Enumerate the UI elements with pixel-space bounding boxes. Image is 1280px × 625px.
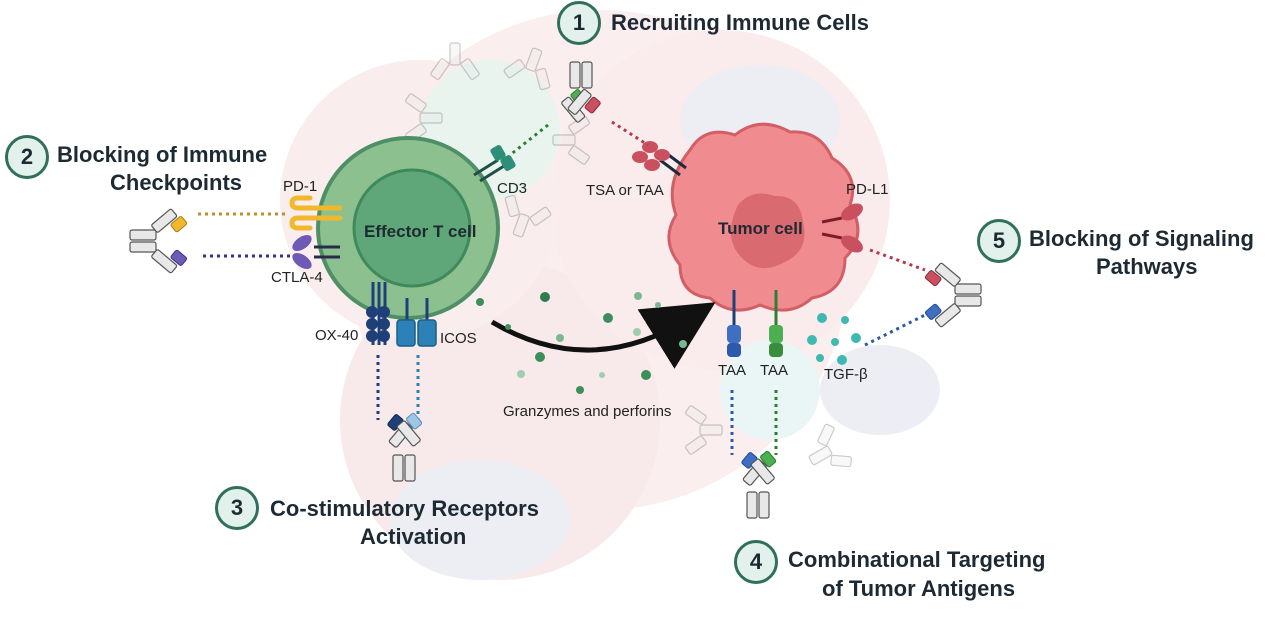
effector-t-cell bbox=[316, 136, 500, 320]
link-tsa bbox=[611, 120, 649, 147]
cd3-label: CD3 bbox=[497, 180, 528, 197]
ctla4-label: CTLA-4 bbox=[271, 269, 323, 286]
bispecific-antibody-5 bbox=[924, 262, 982, 328]
ctla4-receptor bbox=[292, 235, 340, 269]
strategy-3-title-line1: Co-stimulatory Receptors bbox=[270, 496, 539, 521]
effector-t-cell-label: Effector T cell bbox=[364, 222, 477, 241]
strategy-2-title-line1: Blocking of Immune bbox=[57, 142, 268, 167]
pd1-label: PD-1 bbox=[283, 178, 318, 195]
pdl1-label: PD-L1 bbox=[846, 181, 889, 198]
strategy-2-badge: 2 bbox=[5, 135, 49, 179]
bispecific-antibody-2 bbox=[129, 208, 188, 274]
taa-left-label: TAA bbox=[718, 362, 747, 379]
bispecific-antibody-4 bbox=[741, 450, 777, 519]
strategy-2-title-line2: Checkpoints bbox=[110, 170, 243, 195]
strategy-5-title-line1: Blocking of Signaling bbox=[1029, 226, 1254, 251]
tgf-beta-label: TGF-β bbox=[824, 366, 868, 383]
taa-receptor-left bbox=[727, 290, 741, 357]
tsa-taa-label: TSA or TAA bbox=[586, 182, 664, 199]
tumor-cell bbox=[667, 122, 860, 312]
strategy-5-title-line2: Pathways bbox=[1096, 254, 1198, 279]
strategy-3-badge: 3 bbox=[215, 486, 259, 530]
strategy-3-title-line2: Activation bbox=[360, 524, 467, 549]
icos-receptor bbox=[396, 298, 437, 347]
ox40-receptor bbox=[366, 282, 390, 345]
strategy-5-badge: 5 bbox=[977, 219, 1021, 263]
strategy-1-title: Recruiting Immune Cells bbox=[611, 10, 869, 35]
pd1-receptor bbox=[289, 195, 343, 231]
ox40-label: OX-40 bbox=[315, 327, 359, 344]
link-cd3 bbox=[509, 123, 549, 157]
link-tgfb bbox=[864, 313, 926, 347]
bispecific-antibody-1 bbox=[561, 61, 601, 123]
strategy-4-title-line1: Combinational Targeting bbox=[788, 547, 1046, 572]
taa-right-label: TAA bbox=[760, 362, 789, 379]
strategy-4-title-line2: of Tumor Antigens bbox=[822, 576, 1016, 601]
bispecific-antibody-3 bbox=[387, 412, 423, 482]
icos-label: ICOS bbox=[440, 330, 477, 347]
taa-receptor-right bbox=[769, 290, 783, 357]
granzymes-label: Granzymes and perforins bbox=[503, 403, 672, 420]
granzyme-dots bbox=[476, 292, 687, 394]
cd3-receptor bbox=[473, 145, 516, 183]
tumor-cell-label: Tumor cell bbox=[718, 219, 803, 238]
granzyme-arrow bbox=[490, 302, 716, 369]
pdl1-receptor bbox=[821, 203, 863, 253]
strategy-1-badge: 1 bbox=[557, 1, 601, 45]
tgf-beta-dots bbox=[807, 313, 861, 365]
link-pdl1 bbox=[869, 248, 926, 272]
strategy-4-badge: 4 bbox=[734, 540, 778, 584]
tsa-receptor bbox=[632, 141, 687, 177]
